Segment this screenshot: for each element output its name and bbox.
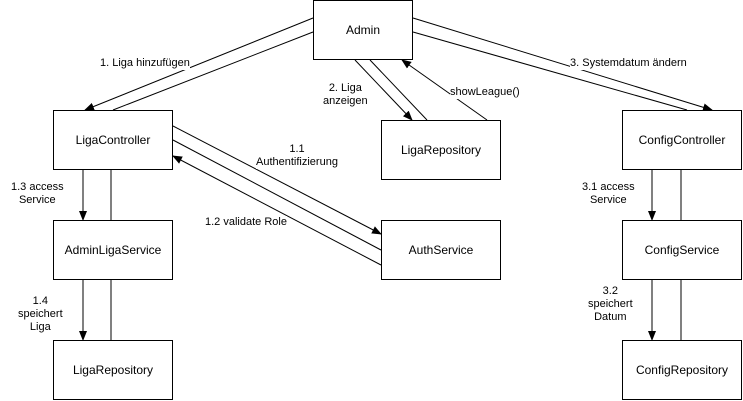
liga-controller-node: LigaController [53,110,173,170]
edge-label-validate-role: 1.2 validate Role [205,216,287,229]
edge-liga-repository-to-admin [401,59,488,121]
edge-label-systemdatum-aendern: 3. Systemdatum ändern [570,57,687,70]
admin-node: Admin [313,0,413,60]
edge-admin-to-liga-repository-return [369,59,428,121]
edge-admin-to-config-controller [412,17,713,112]
edge-admin-to-config-controller-return [412,31,688,111]
edge-admin-to-liga-repository [354,59,413,121]
edge-label-access-service-liga: 1.3 access Service [11,181,64,207]
edge-liga-controller-to-auth-service-return [172,139,382,251]
liga-repository-bottom-node: LigaRepository [53,340,173,400]
admin-liga-service-node: AdminLigaService [53,220,173,280]
config-repository-node: ConfigRepository [622,340,742,400]
edge-label-authentifizierung: 1.1 Authentifizierung [256,143,338,169]
edge-auth-service-to-liga-controller [172,155,382,266]
liga-repository-top-node: LigaRepository [381,120,501,180]
config-controller-node: ConfigController [622,110,742,170]
edge-label-liga-anzeigen: 2. Liga anzeigen [323,82,368,108]
edge-label-liga-hinzufuegen: 1. Liga hinzufügen [100,57,190,70]
config-service-node: ConfigService [622,220,742,280]
edge-admin-to-liga-controller [84,17,314,111]
edge-liga-controller-to-auth-service [172,125,382,235]
auth-service-node: AuthService [381,220,501,280]
edge-label-speichert-liga: 1.4 speichert Liga [18,295,63,334]
edge-label-show-league: showLeague() [450,86,520,99]
edge-admin-to-liga-controller-return [112,31,314,111]
edge-label-speichert-datum: 3.2 speichert Datum [588,285,633,324]
edge-label-access-service-config: 3.1 access Service [582,181,635,207]
